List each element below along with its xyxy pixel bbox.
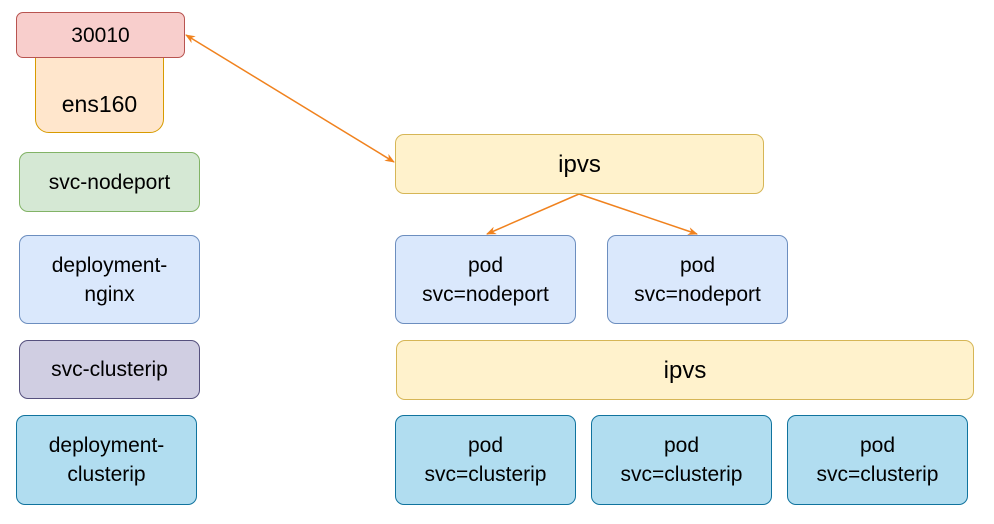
pod-clusterip-1-line1: pod [467,434,504,457]
ipvs-nodeport-label: ipvs [558,150,601,178]
deployment-clusterip-line1: deployment- [48,434,165,457]
deployment-nginx-line2: nginx [84,282,135,306]
port-label: 30010 [71,23,130,47]
svc-clusterip-box[interactable]: svc-clusterip [19,340,200,399]
deployment-clusterip-box[interactable]: deployment- clusterip [16,415,197,505]
ens160-interface[interactable]: ens160 [35,55,164,133]
pod-clusterip-1[interactable]: pod svc=clusterip [395,415,576,505]
pod-nodeport-1-line2: svc=nodeport [422,282,549,306]
ipvs-clusterip-label: ipvs [663,356,707,384]
pod-clusterip-2[interactable]: pod svc=clusterip [591,415,772,505]
pod-clusterip-1-line2: svc=clusterip [424,463,547,486]
ipvs-to-pod1-arrow [486,193,580,235]
ipvs-clusterip-box[interactable]: ipvs [396,340,974,400]
port-30010[interactable]: 30010 [16,12,185,58]
pod-nodeport-2-line1: pod [679,253,716,277]
deployment-clusterip-line2: clusterip [67,463,146,486]
deployment-nginx-box[interactable]: deployment- nginx [19,235,200,324]
ipvs-to-pod2-arrow [578,193,698,235]
svc-clusterip-label: svc-clusterip [51,358,168,381]
ipvs-nodeport-box[interactable]: ipvs [395,134,764,194]
deployment-nginx-line1: deployment- [51,253,168,277]
pod-clusterip-3-line1: pod [859,434,896,457]
port-to-ipvs-arrow [185,34,395,163]
pod-nodeport-2-line2: svc=nodeport [634,282,761,306]
pod-nodeport-1-line1: pod [467,253,504,277]
pod-nodeport-2[interactable]: pod svc=nodeport [607,235,788,324]
svc-nodeport-box[interactable]: svc-nodeport [19,152,200,212]
pod-nodeport-1[interactable]: pod svc=nodeport [395,235,576,324]
pod-clusterip-2-line1: pod [663,434,700,457]
svc-nodeport-label: svc-nodeport [48,170,171,194]
pod-clusterip-3-line2: svc=clusterip [816,463,939,486]
ens160-label: ens160 [61,90,138,117]
pod-clusterip-3[interactable]: pod svc=clusterip [787,415,968,505]
pod-clusterip-2-line2: svc=clusterip [620,463,743,486]
